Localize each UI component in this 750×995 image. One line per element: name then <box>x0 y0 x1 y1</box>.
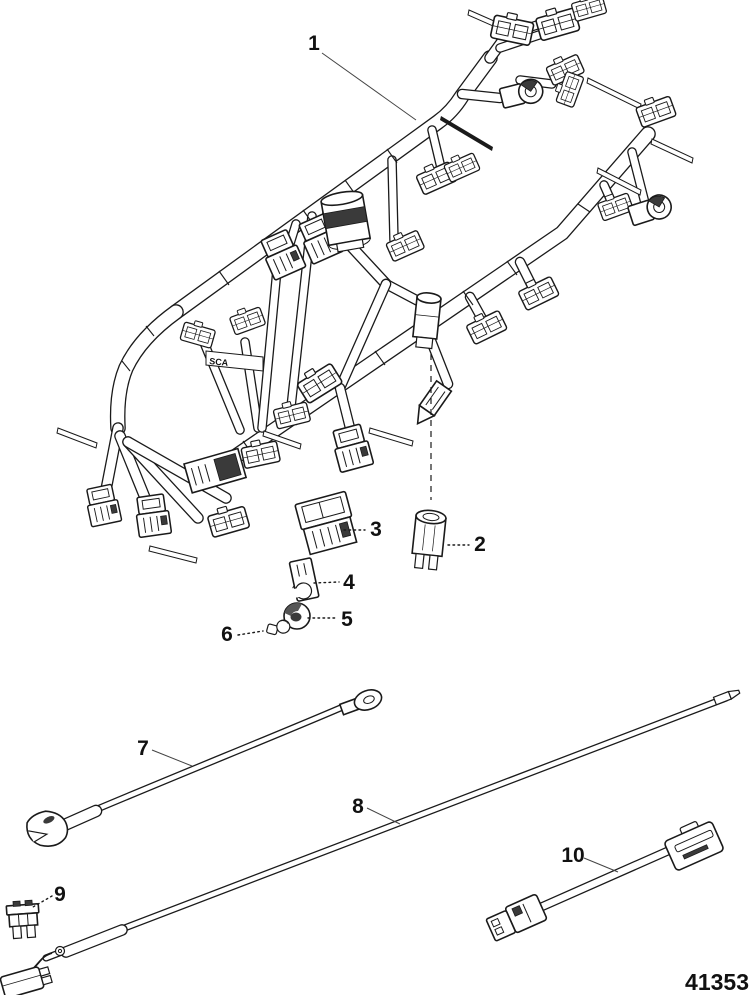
callout-2: 2 <box>447 533 486 556</box>
callout-2-label: 2 <box>474 533 486 556</box>
callout-1: 1 <box>308 32 417 121</box>
sca-tag-label: SCA <box>209 356 229 368</box>
part-2-connector <box>411 509 447 571</box>
callout-9-label: 9 <box>54 883 66 906</box>
callout-5-label: 5 <box>341 608 353 631</box>
callout-1-label: 1 <box>308 32 320 55</box>
callout-8: 8 <box>352 795 401 825</box>
callout-3-label: 3 <box>370 518 382 541</box>
callout-7-label: 7 <box>137 737 149 760</box>
barrel-connector <box>412 292 442 350</box>
bullet-connector <box>416 379 453 426</box>
callout-10-label: 10 <box>561 844 584 867</box>
part-10-connector-cable <box>485 821 724 942</box>
callout-8-label: 8 <box>352 795 364 818</box>
pigtail-eyelet <box>54 945 66 957</box>
cable10-right-connector <box>664 821 724 871</box>
sca-tag: SCA <box>205 350 264 372</box>
ring-terminal <box>338 689 383 716</box>
callout-7: 7 <box>137 737 193 767</box>
part-1-harness-assembly: SCA <box>56 0 694 564</box>
part-5-grommet <box>283 602 311 630</box>
fuse-holder-box <box>183 447 248 494</box>
part-9-fuse <box>5 899 40 940</box>
part-8-cable <box>0 689 741 995</box>
part-6-bulb <box>266 619 291 636</box>
drawing-number: 41353 <box>685 969 749 995</box>
callouts: 1 2 3 4 5 6 7 8 <box>32 32 749 995</box>
cable8-terminal <box>712 689 741 706</box>
callout-5: 5 <box>307 608 353 631</box>
battery-clamp <box>26 810 69 847</box>
part-7-battery-cable <box>26 689 383 847</box>
callout-10: 10 <box>561 844 619 873</box>
callout-4: 4 <box>313 571 355 594</box>
part-4-retainer-clip <box>288 557 320 602</box>
callout-3: 3 <box>343 518 382 541</box>
cable10-left-connector <box>485 893 548 942</box>
filter-canister <box>320 190 372 253</box>
cable8-connector <box>0 966 53 995</box>
callout-9: 9 <box>32 883 66 908</box>
callout-4-label: 4 <box>343 571 355 594</box>
callout-6: 6 <box>221 623 264 646</box>
callout-6-label: 6 <box>221 623 233 646</box>
part-3-connector-block <box>294 490 358 556</box>
cable-tie-flags <box>56 9 694 564</box>
